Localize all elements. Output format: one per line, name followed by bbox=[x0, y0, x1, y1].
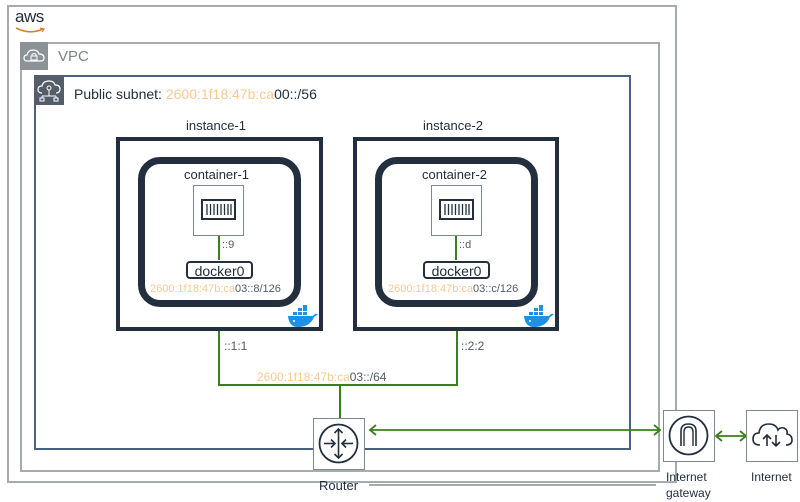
internet-label: Internet bbox=[751, 470, 792, 484]
internet-node[interactable] bbox=[746, 410, 798, 462]
router-label-rule bbox=[369, 484, 656, 486]
aws-smile-icon bbox=[15, 27, 46, 33]
host-2-link bbox=[456, 331, 458, 385]
aws-cloud-group bbox=[7, 5, 677, 483]
container-icon bbox=[201, 199, 236, 220]
vpc-icon bbox=[20, 42, 48, 70]
router-igw-arrow bbox=[368, 424, 662, 436]
container-1-icon-box bbox=[193, 185, 244, 236]
container-1-addr: ::9 bbox=[222, 239, 235, 251]
bridge-2-cidr-suffix: 03::c/126 bbox=[473, 283, 519, 295]
subnet-icon bbox=[34, 75, 64, 105]
container-2-addr: ::d bbox=[459, 239, 472, 251]
link-cidr-suffix: 03::/64 bbox=[349, 370, 387, 384]
router-label: Router bbox=[319, 478, 359, 493]
docker-whale-icon bbox=[288, 305, 318, 327]
docker0-bridge-1: docker0 bbox=[186, 261, 253, 279]
instance-1-label: instance-1 bbox=[186, 118, 246, 133]
lock-cloud-icon bbox=[23, 49, 45, 62]
igw-label-line2: gateway bbox=[666, 486, 711, 500]
subnet-cidr-suffix: 00::/56 bbox=[274, 86, 317, 102]
bridge-1-cidr: 2600:1f18:47b:ca03::8/126 bbox=[150, 283, 281, 295]
bridge-1-cidr-prefix: 2600:1f18:47b:ca bbox=[150, 283, 236, 295]
subnet-label: Public subnet: 2600:1f18:47b:ca00::/56 bbox=[74, 86, 317, 102]
host-1-addr: ::1:1 bbox=[224, 339, 248, 353]
docker-whale-icon bbox=[524, 305, 554, 327]
router-icon bbox=[318, 423, 359, 464]
container-2-label: container-2 bbox=[422, 167, 488, 182]
vpc-label: VPC bbox=[58, 48, 89, 65]
container-1-link bbox=[218, 236, 220, 260]
subnet-label-text: Public subnet: bbox=[74, 86, 166, 102]
subnet-cidr-prefix: 2600:1f18:47b:ca bbox=[165, 86, 275, 102]
bridge-1-cidr-suffix: 03::8/126 bbox=[235, 283, 281, 295]
internet-cloud-icon bbox=[752, 423, 793, 448]
internet-gateway-icon bbox=[668, 415, 709, 456]
link-cidr: 2600:1f18:47b:ca03::/64 bbox=[257, 370, 386, 384]
container-2-box bbox=[375, 157, 538, 307]
router-label-line-left bbox=[7, 484, 307, 485]
vpc-group bbox=[20, 42, 660, 472]
cloud-network-icon bbox=[37, 80, 61, 102]
instance-2-label: instance-2 bbox=[423, 118, 483, 133]
container-1-label: container-1 bbox=[184, 167, 250, 182]
aws-logo-text: aws bbox=[15, 7, 44, 26]
container-2-link bbox=[455, 236, 457, 260]
container-icon bbox=[439, 199, 474, 220]
router-uplink bbox=[339, 385, 341, 419]
link-bus bbox=[218, 384, 458, 386]
bridge-2-cidr: 2600:1f18:47b:ca03::c/126 bbox=[388, 283, 518, 295]
docker0-bridge-2: docker0 bbox=[423, 261, 490, 279]
router-node[interactable] bbox=[313, 418, 365, 470]
aws-logo: aws bbox=[14, 7, 50, 35]
internet-gateway-node[interactable] bbox=[663, 410, 715, 462]
igw-label-line1: Internet bbox=[666, 470, 707, 484]
host-2-addr: ::2:2 bbox=[461, 339, 485, 353]
host-1-link bbox=[218, 331, 220, 385]
container-2-icon-box bbox=[431, 185, 482, 236]
link-cidr-prefix: 2600:1f18:47b:ca bbox=[257, 370, 350, 384]
bridge-2-cidr-prefix: 2600:1f18:47b:ca bbox=[388, 283, 474, 295]
container-1-box bbox=[138, 157, 301, 307]
igw-internet-arrow bbox=[714, 430, 748, 442]
